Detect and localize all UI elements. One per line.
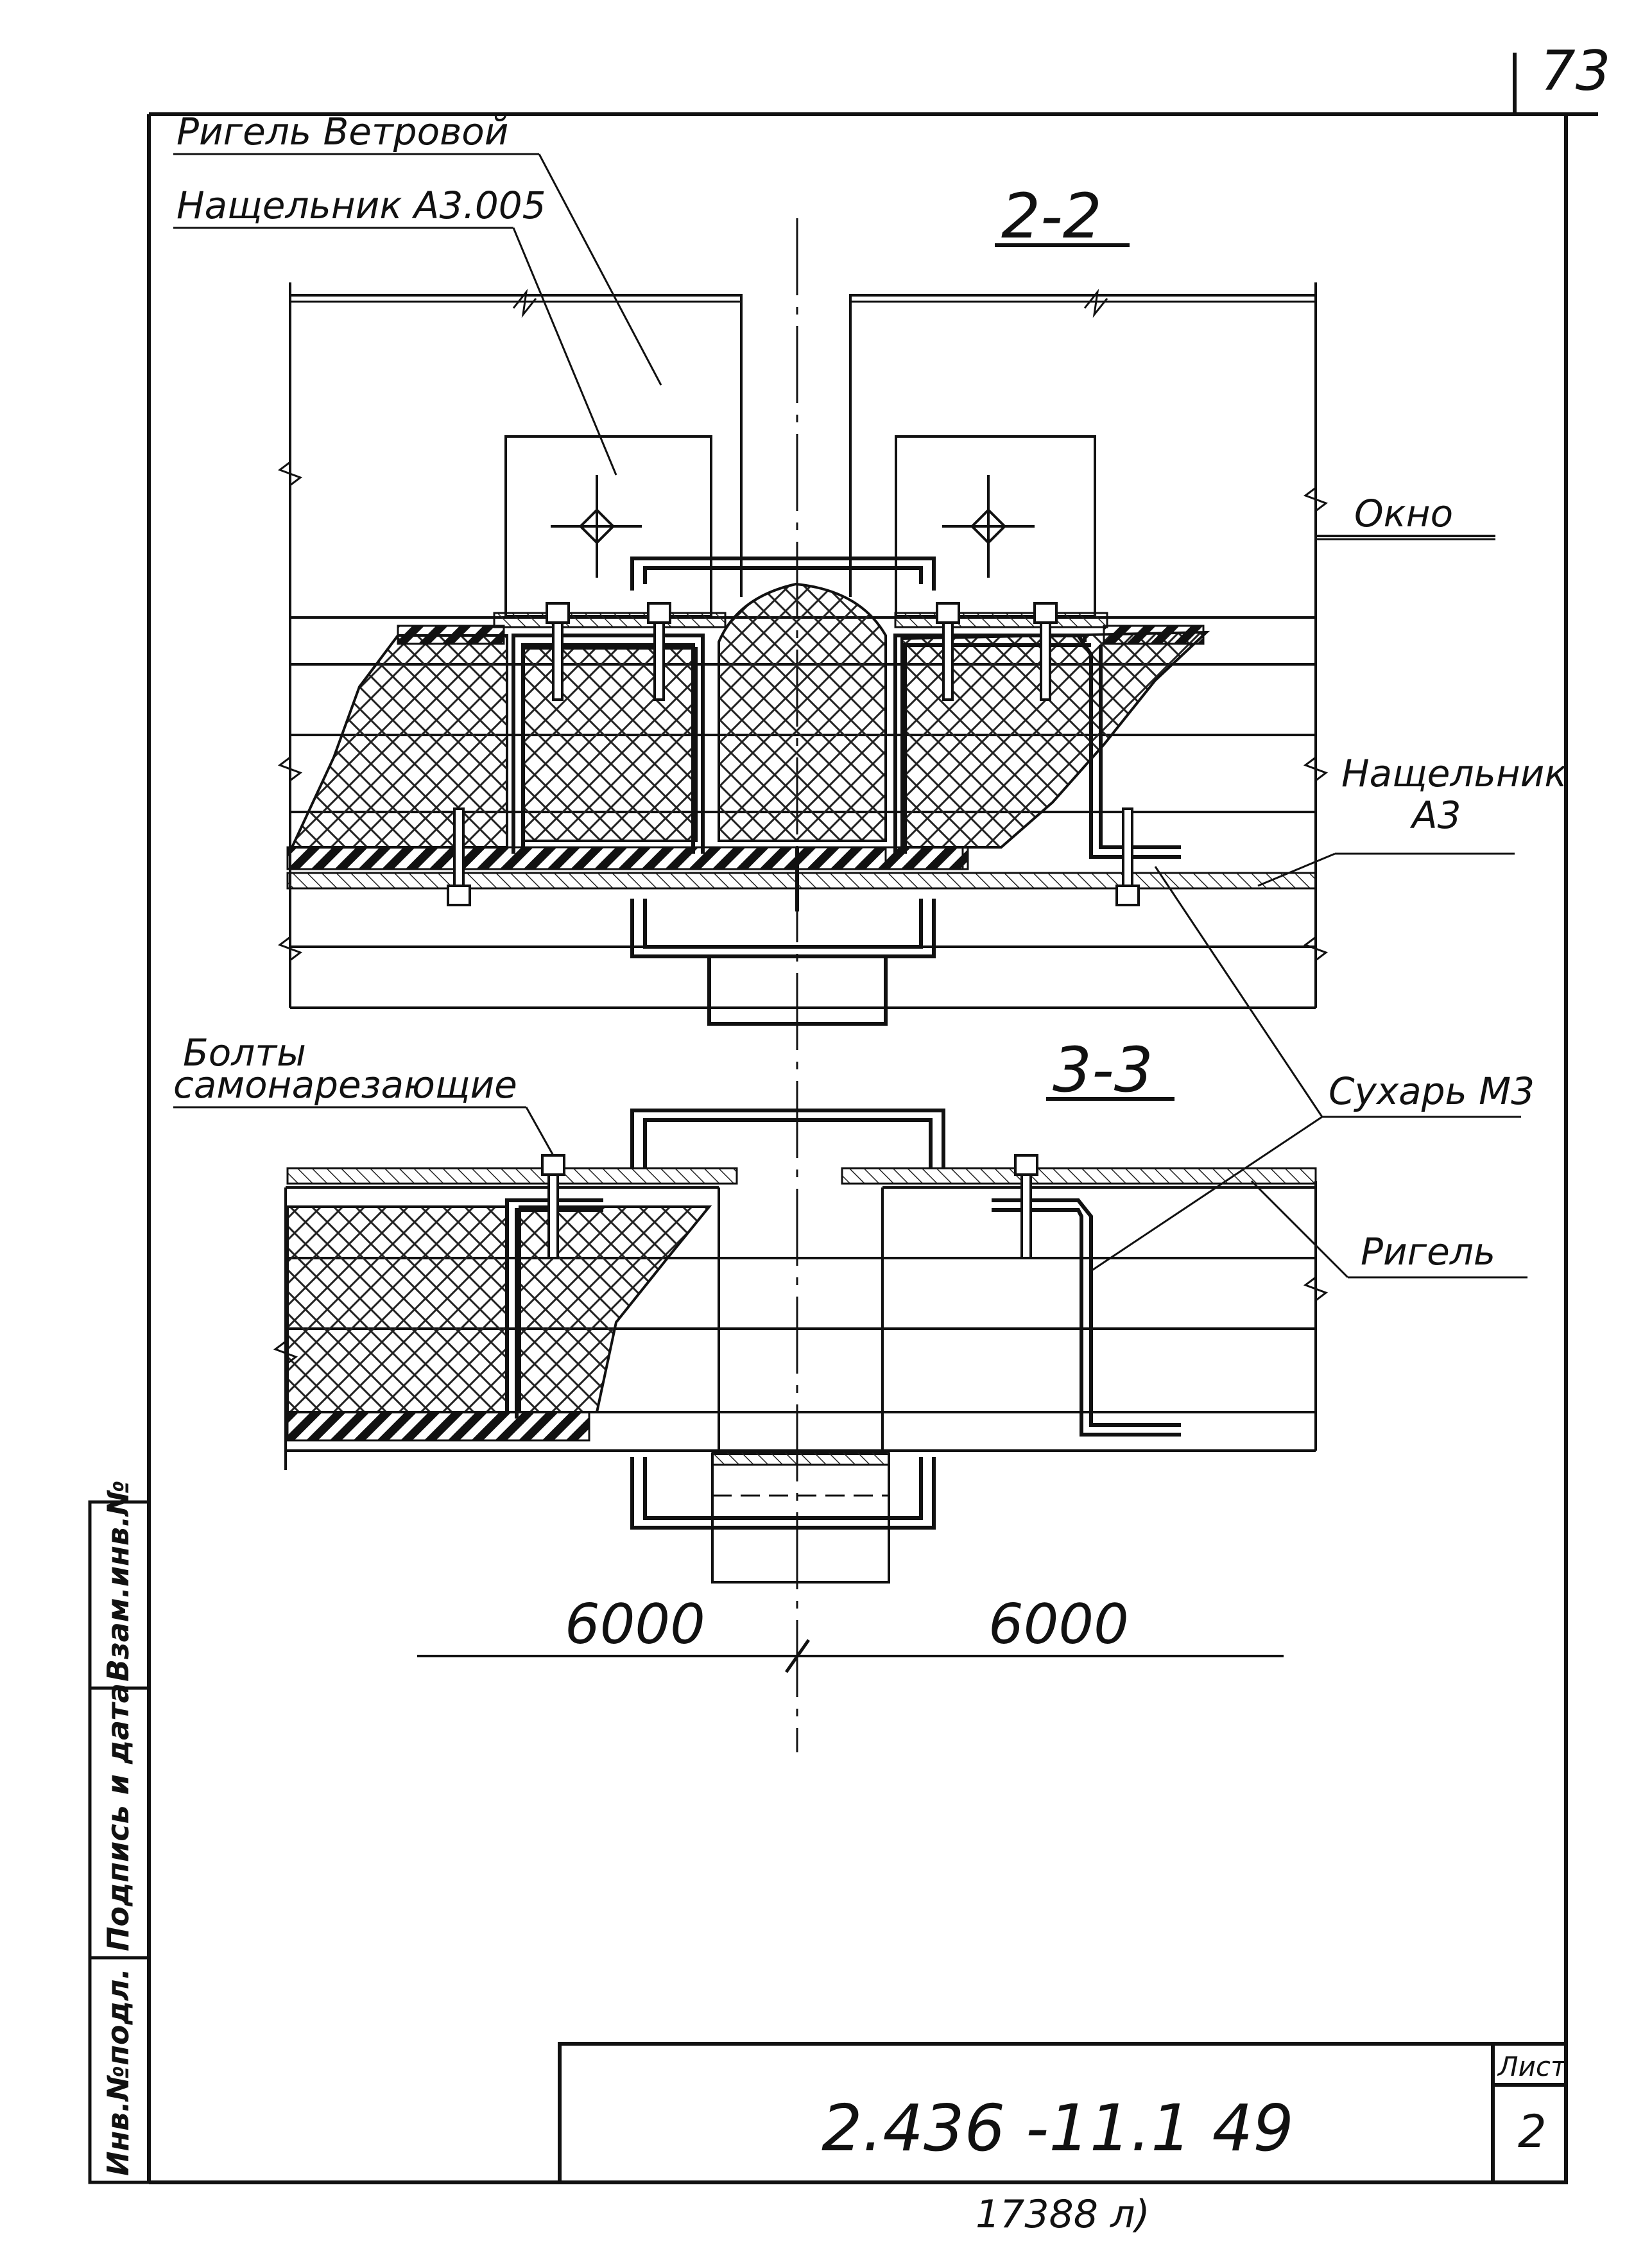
sheet-number: 2 <box>1518 2105 1547 2158</box>
bottom-number: 17388 л) <box>976 2192 1150 2237</box>
label-bolty-line2: самонарезающие <box>173 1063 517 1107</box>
dimension-line <box>417 1639 1284 1673</box>
dimension-right: 6000 <box>988 1592 1129 1657</box>
label-bolty-line1: Болты <box>183 1031 306 1075</box>
label-naschelnik-a3-line1: Нащельник <box>1341 752 1567 795</box>
stamp-inv-podl: Инв.№подл. <box>101 1968 135 2176</box>
stamp-vzam-inv: Взам.инв.№ <box>101 1480 135 1682</box>
insulation-center <box>718 582 887 842</box>
label-okno: Окно <box>1354 492 1453 535</box>
stamp-podpis-data: Подпись и дата <box>101 1683 135 1951</box>
document-code: 2.436 -11.1 49 <box>822 2091 1294 2166</box>
label-naschelnik-a3005: Нащельник А3.005 <box>176 184 546 227</box>
page-number: 73 <box>1540 39 1610 103</box>
section-3-3: 3-3 <box>173 1031 1527 1584</box>
section-2-2: 2-2 <box>173 110 1567 1272</box>
insulation-left <box>289 634 508 849</box>
sheet-label: Лист <box>1497 2051 1567 2082</box>
stamp-column <box>88 1500 151 2184</box>
insulation-mid-left <box>522 647 698 842</box>
label-rigel: Ригель <box>1361 1230 1495 1273</box>
label-suhar: Сухарь М3 <box>1329 1069 1535 1113</box>
title-block <box>558 2042 1568 2184</box>
insulation-3-3-left <box>286 1205 508 1413</box>
dimension-left: 6000 <box>565 1592 705 1657</box>
label-naschelnik-a3-line2: А3 <box>1409 793 1461 837</box>
section-3-3-title: 3-3 <box>1053 1034 1153 1106</box>
label-rigel-vetrovoy: Ригель Ветровой <box>176 110 508 153</box>
section-2-2-title: 2-2 <box>1001 180 1102 252</box>
